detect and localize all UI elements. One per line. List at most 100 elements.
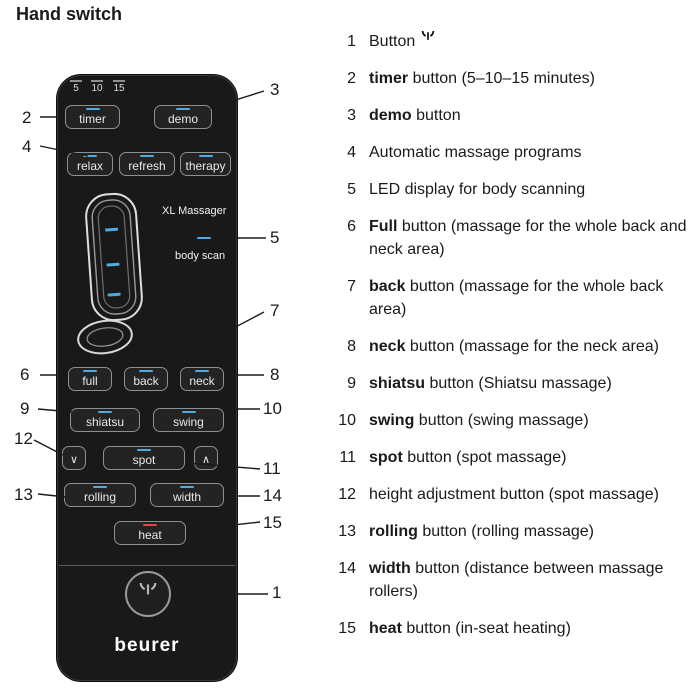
legend-item-14: 14 width button (distance between massag…: [333, 557, 697, 603]
full-button-label: full: [82, 374, 98, 388]
callout-7: 7: [270, 301, 280, 320]
callout-11: 11: [263, 459, 281, 478]
legend-item-text: rolling button (rolling massage): [369, 520, 594, 543]
led-indicator-red: [143, 524, 157, 526]
legend-item-text: swing button (swing massage): [369, 409, 589, 432]
legend-item-6: 6 Full button (massage for the whole bac…: [333, 215, 697, 261]
legend-item-5: 5 LED display for body scanning: [333, 178, 697, 201]
legend-item-text: Full button (massage for the whole back …: [369, 215, 697, 261]
legend-item-8: 8 neck button (massage for the neck area…: [333, 335, 697, 358]
height-up-button[interactable]: ∧: [194, 446, 218, 470]
legend-text-post: button (massage for the neck area): [405, 338, 659, 355]
legend-item-12: 12 height adjustment button (spot massag…: [333, 483, 697, 506]
timer-button-label: timer: [79, 112, 106, 126]
legend-item-15: 15 heat button (in-seat heating): [333, 617, 697, 640]
callout-8: 8: [270, 365, 280, 384]
page-title: Hand switch: [16, 4, 123, 24]
callout-3: 3: [270, 80, 280, 99]
timer-led-5min: 5: [67, 80, 85, 94]
led-indicator: [176, 108, 190, 110]
back-button-label: back: [133, 374, 159, 388]
full-button[interactable]: full: [68, 367, 112, 391]
display-text-xl-massager: XL Massager: [162, 205, 227, 217]
callout-1: 1: [272, 583, 282, 602]
legend-text-post: button (rolling massage): [417, 523, 594, 540]
legend-item-number: 8: [347, 338, 356, 355]
chevron-up-icon: ∧: [201, 453, 211, 466]
timer-button[interactable]: timer: [65, 105, 120, 129]
timer-led-15min: 15: [110, 80, 128, 94]
therapy-button-label: therapy: [185, 159, 226, 173]
led-indicator: [197, 237, 211, 239]
legend-item-number: 4: [347, 144, 356, 161]
led-tick-icon: [113, 80, 125, 82]
legend-item-number: 9: [347, 375, 356, 392]
legend-item-11: 11 spot button (spot massage): [333, 446, 697, 469]
legend-item-text: LED display for body scanning: [369, 178, 585, 201]
callout-4: 4: [22, 137, 32, 156]
timer-led-10min: 10: [88, 80, 106, 94]
led-indicator: [85, 108, 100, 110]
legend-item-text: demo button: [369, 104, 461, 127]
heat-button-label: heat: [138, 528, 162, 542]
led-tick-icon: [70, 80, 82, 82]
legend-text-pre: Button: [369, 33, 420, 50]
back-button[interactable]: back: [124, 367, 168, 391]
legend-list: 1 Button 2 timer button (5–10–15 minutes…: [333, 25, 697, 654]
legend-text-bold: Full: [369, 218, 398, 235]
spot-button-label: spot: [132, 453, 156, 467]
callout-9: 9: [20, 399, 30, 418]
tick-label: 15: [113, 83, 125, 94]
hand-switch-device: 5 10 15 timer demo relax refresh therapy: [57, 75, 237, 681]
shiatsu-button[interactable]: shiatsu: [70, 408, 140, 432]
width-button[interactable]: width: [150, 483, 224, 507]
body-scan-seat-graphic: [77, 192, 143, 355]
led-indicator: [181, 411, 196, 413]
legend-item-text: neck button (massage for the neck area): [369, 335, 659, 358]
refresh-button[interactable]: refresh: [119, 152, 175, 176]
legend-item-13: 13 rolling button (rolling massage): [333, 520, 697, 543]
legend-text-post: button (distance between massage rollers…: [369, 560, 664, 600]
demo-button[interactable]: demo: [154, 105, 212, 129]
legend-item-number: 15: [338, 620, 356, 637]
power-button[interactable]: [125, 571, 171, 617]
legend-text-bold: timer: [369, 70, 409, 87]
led-indicator: [180, 486, 194, 488]
legend-item-text: Automatic massage programs: [369, 141, 582, 164]
rolling-button[interactable]: rolling: [64, 483, 136, 507]
legend-item-number: 14: [338, 560, 356, 577]
legend-item-10: 10 swing button (swing massage): [333, 409, 697, 432]
therapy-button[interactable]: therapy: [180, 152, 231, 176]
legend-item-text: Button: [369, 25, 436, 53]
power-icon: [139, 583, 157, 595]
heat-button[interactable]: heat: [114, 521, 186, 545]
swing-button[interactable]: swing: [153, 408, 224, 432]
legend-item-text: shiatsu button (Shiatsu massage): [369, 372, 612, 395]
refresh-button-label: refresh: [128, 159, 166, 173]
legend-item-text: back button (massage for the whole back …: [369, 275, 697, 321]
legend-item-text: heat button (in-seat heating): [369, 617, 571, 640]
relax-button[interactable]: relax: [67, 152, 113, 176]
legend-item-9: 9 shiatsu button (Shiatsu massage): [333, 372, 697, 395]
led-indicator: [140, 155, 154, 157]
display-text-body-scan: body scan: [175, 250, 226, 262]
neck-button[interactable]: neck: [180, 367, 224, 391]
tick-label: 5: [73, 83, 79, 94]
height-down-button[interactable]: ∨: [62, 446, 86, 470]
tick-label: 10: [91, 83, 103, 94]
spot-button[interactable]: spot: [103, 446, 185, 470]
callout-2: 2: [22, 108, 32, 127]
legend-text-post: button (swing massage): [414, 412, 589, 429]
led-indicator: [137, 449, 151, 451]
width-button-label: width: [172, 490, 201, 504]
legend-item-text: height adjustment button (spot massage): [369, 483, 659, 506]
led-display: XL Massager body scan: [71, 187, 233, 369]
legend-text-bold: shiatsu: [369, 375, 426, 392]
legend-text-pre: LED display for body scanning: [369, 181, 586, 198]
legend-text-bold: spot: [369, 449, 403, 466]
legend-text-bold: rolling: [369, 523, 418, 540]
legend-item-number: 5: [347, 181, 356, 198]
callout-14: 14: [263, 486, 282, 505]
legend-text-post: button (massage for the whole back and n…: [369, 218, 687, 258]
legend-text-bold: width: [369, 560, 411, 577]
